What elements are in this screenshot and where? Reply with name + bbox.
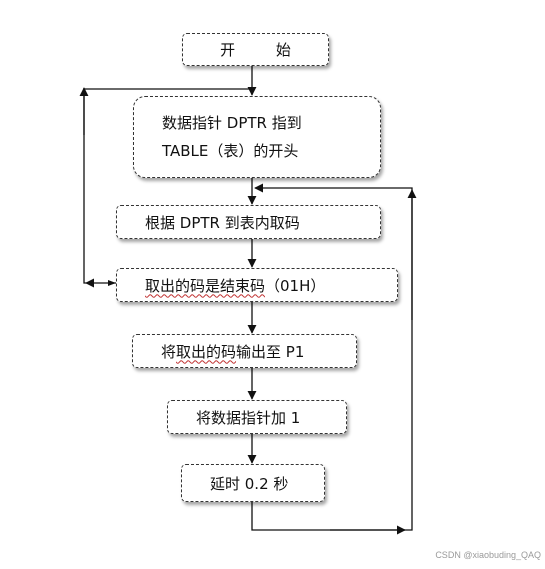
loop-end-back-to-init [83, 88, 252, 284]
node-start-label: 开 始 [220, 41, 309, 59]
node-init-line1: 数据指针 DPTR 指到 [162, 114, 302, 132]
node-fetch-label: 根据 DPTR 到表内取码 [145, 213, 300, 232]
node-init-pointer: 数据指针 DPTR 指到 TABLE（表）的开头 [133, 96, 381, 178]
node-check-label: 取出的码是结束码 [145, 276, 266, 295]
node-increment-label: 将数据指针加 1 [196, 408, 301, 427]
node-init-line2: TABLE（表）的开头 [162, 142, 299, 160]
node-check-end-code: 取出的码是结束码（01H） [116, 268, 398, 302]
node-increment-pointer: 将数据指针加 1 [167, 400, 347, 434]
watermark: CSDN @xiaobuding_QAQ [435, 550, 541, 560]
node-delay-label: 延时 0.2 秒 [210, 474, 289, 493]
node-fetch-code: 根据 DPTR 到表内取码 [116, 205, 381, 239]
node-output-prefix: 将 [161, 342, 177, 361]
loop-delay-back-to-fetch [251, 183, 413, 531]
node-output-label: 取出的码 [176, 342, 237, 361]
node-output-suffix: 输出至 P1 [236, 342, 305, 361]
node-output-p1: 将取出的码输出至 P1 [132, 334, 357, 368]
node-delay: 延时 0.2 秒 [181, 464, 325, 502]
node-check-suffix: （01H） [265, 276, 326, 295]
node-start: 开 始 [182, 33, 329, 66]
